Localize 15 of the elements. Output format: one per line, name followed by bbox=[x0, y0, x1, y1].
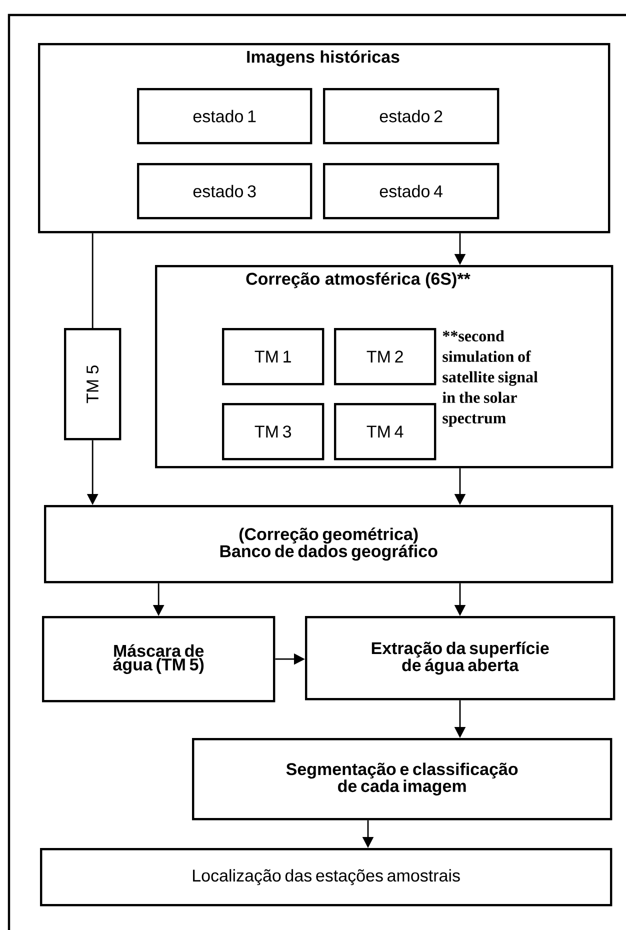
process-box: TM 3 bbox=[222, 403, 324, 460]
process-box: Segmentação e classificação de cada imagem bbox=[192, 738, 612, 820]
process-box: Máscara de água (TM 5) bbox=[42, 616, 276, 702]
process-box: estado 4 bbox=[323, 163, 500, 220]
process-box: estado 2 bbox=[323, 88, 500, 144]
process-box: estado 1 bbox=[137, 88, 312, 144]
process-box: (Correção geométrica) Banco de dados geográfico bbox=[44, 505, 614, 584]
process-box: TM 4 bbox=[334, 403, 436, 460]
process-box: Localização das estações amostrais bbox=[40, 848, 612, 906]
process-box: TM 1 bbox=[222, 328, 324, 386]
connector-line bbox=[92, 233, 94, 328]
process-box: estado 3 bbox=[137, 163, 312, 220]
process-box: TM 5 bbox=[64, 328, 122, 440]
process-box: TM 2 bbox=[334, 328, 436, 386]
process-box: Extração da superfície de água aberta bbox=[305, 616, 616, 700]
